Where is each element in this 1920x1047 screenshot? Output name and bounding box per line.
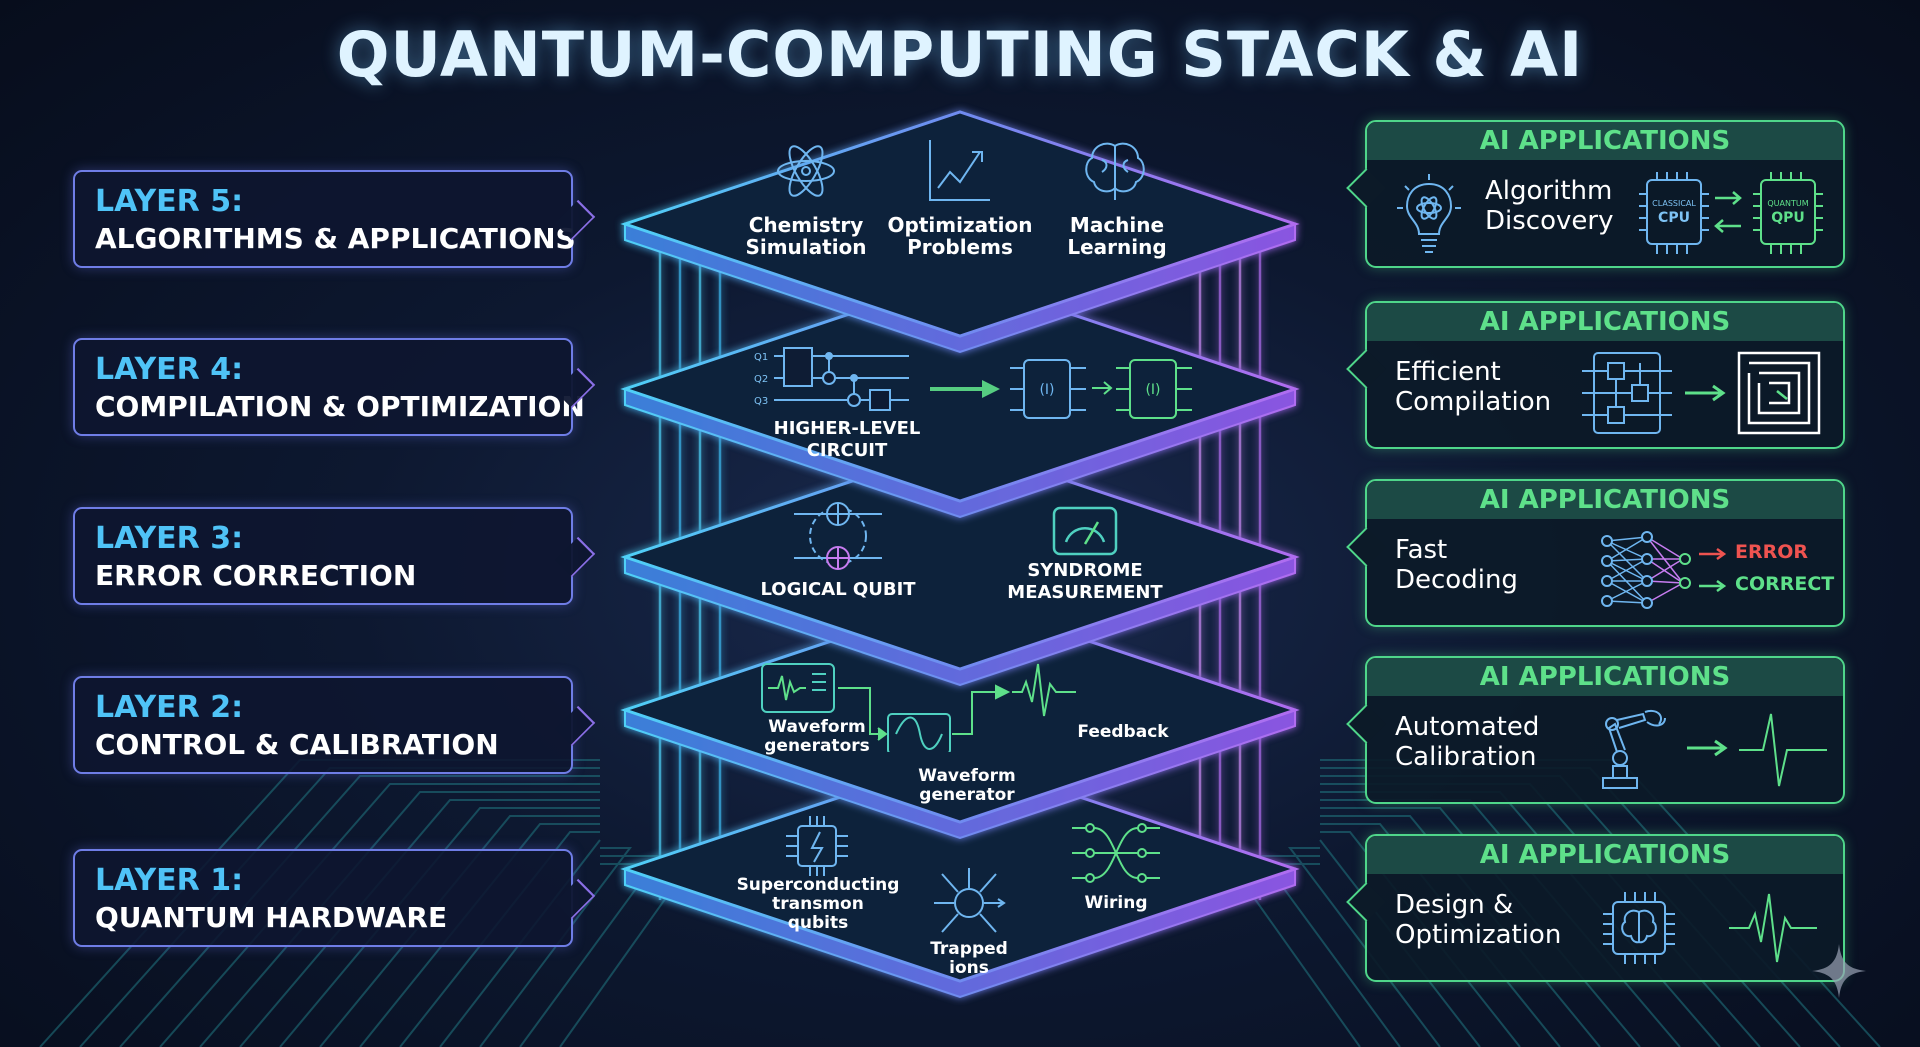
brain-icon xyxy=(1085,142,1145,200)
panel-header: AI APPLICATIONS xyxy=(1367,481,1843,519)
layer-name: QUANTUM HARDWARE xyxy=(95,901,448,934)
circuit-trace xyxy=(239,799,600,1047)
wiring-icon xyxy=(1072,823,1160,883)
cpu-label: CPU xyxy=(1658,210,1690,226)
layer-2-label: LAYER 2:CONTROL & CALIBRATION xyxy=(73,676,573,774)
correct-label: CORRECT xyxy=(1735,573,1835,595)
trapped-ion-icon xyxy=(934,868,1006,933)
circuit-trace xyxy=(199,791,600,1047)
qubit-chip-icon xyxy=(786,816,848,876)
circuit-trace xyxy=(399,831,600,1047)
panel-header: AI APPLICATIONS xyxy=(1367,122,1843,160)
logical-qubit-icon xyxy=(794,502,882,570)
waveform-generator-device-icon xyxy=(761,663,1076,752)
gate-block-icon: (I) xyxy=(1010,359,1086,419)
ai-panel-design-optimization: AI APPLICATIONS Design &Optimization xyxy=(1365,834,1845,982)
arrow-right-green-icon xyxy=(1699,579,1727,593)
qubit-label: Q1 xyxy=(754,352,768,363)
pulse-signal-icon xyxy=(1739,713,1827,787)
layer-number: LAYER 4: xyxy=(95,352,244,387)
wiring-label: Wiring xyxy=(1084,893,1148,913)
robot-arm-icon xyxy=(1602,710,1666,789)
layer-number: LAYER 1: xyxy=(95,863,244,898)
circuit-trace xyxy=(319,815,600,1047)
qubit-label: Q3 xyxy=(754,396,768,407)
layer-name: COMPILATION & OPTIMIZATION xyxy=(95,390,585,423)
sparkle-icon xyxy=(1812,944,1866,998)
stack-layer-2 xyxy=(620,596,1300,840)
circuit-trace xyxy=(279,807,600,1047)
layer-1-label: LAYER 1:QUANTUM HARDWARE xyxy=(73,849,573,947)
layer-number: LAYER 2: xyxy=(95,690,244,725)
layer-name: CONTROL & CALIBRATION xyxy=(95,728,499,761)
maze-icon xyxy=(1737,351,1821,435)
quantum-circuit-icon: Q1 Q2 Q3 xyxy=(754,347,909,411)
svg-text:(I): (I) xyxy=(1145,382,1160,398)
line-chart-icon xyxy=(929,140,990,201)
circuit-trace xyxy=(159,783,600,1047)
stack-layer-3 xyxy=(620,443,1300,687)
cpu-caption: CLASSICAL xyxy=(1652,199,1696,208)
panel-header: AI APPLICATIONS xyxy=(1367,658,1843,696)
circuit-trace xyxy=(479,847,633,1047)
circuit-block-icon xyxy=(1582,352,1672,434)
neural-network-icon xyxy=(1601,531,1691,609)
layer-4-label: LAYER 4:COMPILATION & OPTIMIZATION xyxy=(73,338,585,436)
error-label: ERROR xyxy=(1735,541,1809,563)
arrow-right-icon xyxy=(930,380,1000,398)
layer-name: ALGORITHMS & APPLICATIONS xyxy=(95,222,576,255)
layer-3-label: LAYER 3:ERROR CORRECTION xyxy=(73,507,573,605)
panel-header: AI APPLICATIONS xyxy=(1367,836,1843,874)
layer-surface xyxy=(620,443,1300,671)
svg-text:(I): (I) xyxy=(1039,382,1054,398)
optimized-gate-icon: (I) xyxy=(1116,359,1192,419)
pulse-signal-icon xyxy=(1729,893,1817,963)
page-title: QUANTUM-COMPUTING STACK & AI xyxy=(336,18,1584,91)
brain-chip-icon xyxy=(1603,892,1675,964)
layer-number: LAYER 3: xyxy=(95,521,244,556)
qpu-caption: QUANTUM xyxy=(1767,199,1808,208)
circuit-trace xyxy=(359,823,600,1047)
gauge-meter-icon xyxy=(1052,506,1118,556)
panel-header: AI APPLICATIONS xyxy=(1367,303,1843,341)
layer-name: ERROR CORRECTION xyxy=(95,559,417,592)
cpu-qpu-exchange-icon: CLASSICAL CPU QUANTUM QPU xyxy=(1639,172,1823,254)
atom-icon xyxy=(777,145,835,197)
arrow-right-icon xyxy=(1092,381,1113,395)
arrow-right-icon xyxy=(1685,384,1726,402)
arrow-right-icon xyxy=(1687,739,1728,757)
qubit-label: Q2 xyxy=(754,374,768,385)
layer-number: LAYER 5: xyxy=(95,184,244,219)
qpu-label: QPU xyxy=(1771,210,1805,226)
circuit-trace xyxy=(119,775,600,1047)
feedback-label: Feedback xyxy=(1077,722,1169,742)
panel-title: Design &Optimization xyxy=(1395,890,1562,950)
arrow-right-red-icon xyxy=(1699,547,1727,561)
lightbulb-atom-icon xyxy=(1397,174,1461,253)
layer-5-label: LAYER 5:ALGORITHMS & APPLICATIONS xyxy=(73,170,576,268)
logical-qubit-label: LOGICAL QUBIT xyxy=(760,579,916,600)
